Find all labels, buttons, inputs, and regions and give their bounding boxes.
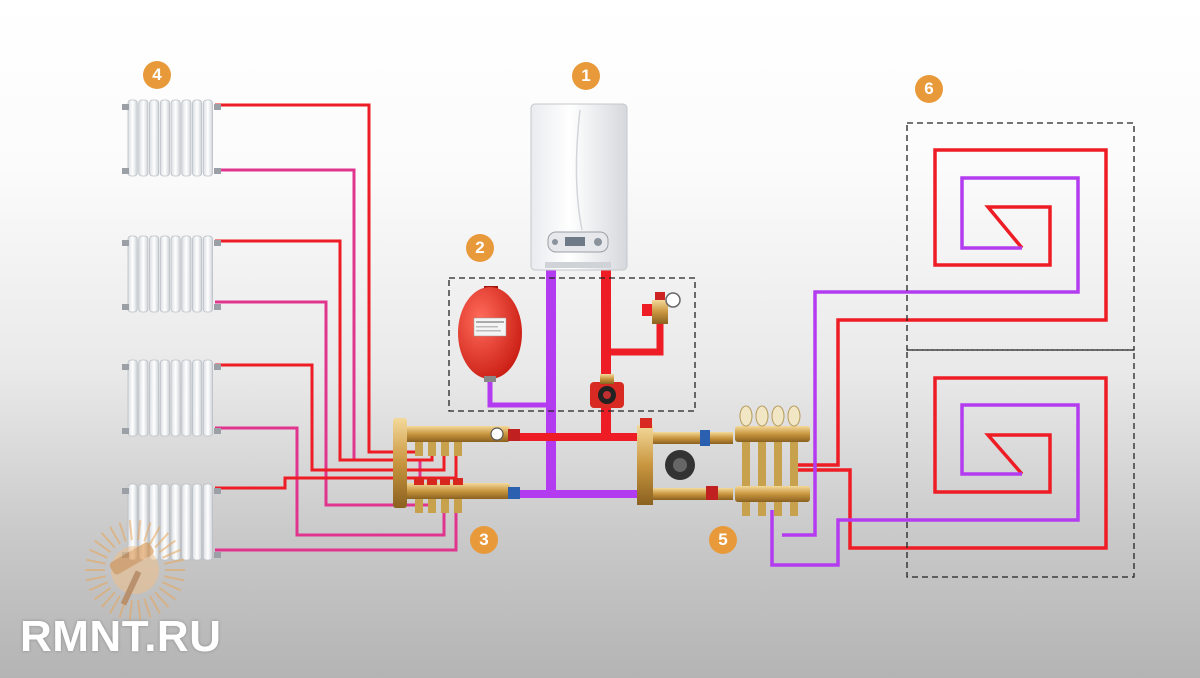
return-pipe-r1 (215, 168, 422, 490)
return-pipe-r3 (215, 426, 446, 537)
safety-group-box (448, 277, 696, 412)
floor-loop-box-1 (906, 122, 1135, 351)
gas-boiler (530, 103, 628, 271)
radiator-2 (122, 235, 221, 313)
circulation-pump (590, 374, 624, 408)
floor-loop-box-2 (906, 349, 1135, 578)
supply-pipe-r3 (215, 363, 446, 472)
radiators (122, 99, 221, 561)
callout-floor-manifold: 5 (709, 526, 737, 554)
floor-return-2 (770, 403, 1080, 567)
supply-pipe-r4 (215, 440, 458, 490)
callout-safety-group: 2 (466, 234, 494, 262)
safety-group (642, 292, 681, 324)
supply-pipe-r1 (215, 103, 422, 454)
floor-manifold (735, 405, 810, 516)
main-pipes (487, 270, 664, 498)
callout-radiators: 4 (143, 61, 171, 89)
floor-supply-1 (790, 148, 1108, 467)
radiator-3 (122, 359, 221, 437)
radiator-manifold (393, 418, 520, 513)
dashed-boxes (448, 122, 1135, 578)
floor-supply-2 (790, 376, 1108, 550)
floor-return-1 (782, 176, 1080, 537)
tank-pipe (487, 378, 551, 408)
radiator-1 (122, 99, 221, 177)
safety-branch (606, 322, 664, 356)
callout-boiler: 1 (572, 62, 600, 90)
paint-roller-icon (85, 520, 185, 620)
callout-radiator-manifold: 3 (470, 526, 498, 554)
expansion-tank (458, 286, 522, 382)
floor-mixing-unit (637, 418, 733, 505)
floor-return-pipes (770, 176, 1080, 567)
watermark: RMNT.RU (20, 612, 222, 661)
callout-floor-loops: 6 (915, 75, 943, 103)
pressure-gauge-icon (665, 292, 681, 308)
floor-supply-pipes (790, 148, 1108, 550)
